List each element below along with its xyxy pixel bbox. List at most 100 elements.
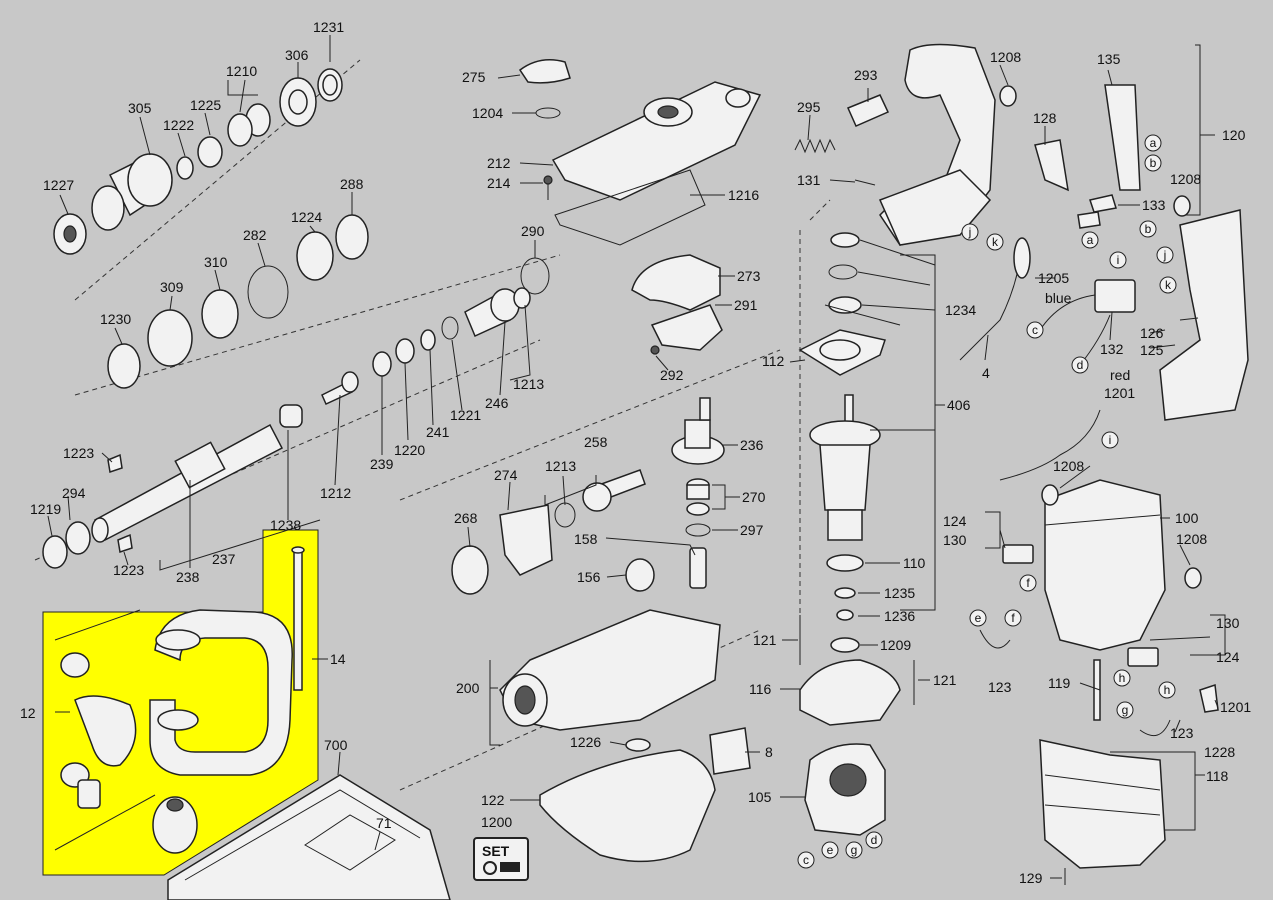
label-1208-d: 1208: [1176, 531, 1207, 547]
label-309: 309: [160, 279, 184, 295]
callout-c: c: [1032, 323, 1038, 337]
label-1228: 1228: [1204, 744, 1235, 760]
label-121-a: 121: [753, 632, 777, 648]
label-1210: 1210: [226, 63, 257, 79]
label-1201-b: 1201: [1220, 699, 1251, 715]
label-1208-a: 1208: [990, 49, 1021, 65]
label-239: 239: [370, 456, 394, 472]
label-1216: 1216: [728, 187, 759, 203]
motor-group: [798, 199, 915, 836]
label-121-b: 121: [933, 672, 957, 688]
callout-i-2: i: [1109, 433, 1112, 447]
label-270: 270: [742, 489, 766, 505]
label-292: 292: [660, 367, 684, 383]
chuck-group: [34, 59, 561, 569]
label-1220: 1220: [394, 442, 425, 458]
part-labels: 1231 306 1210 305 1225 1222 1227 288 122…: [20, 19, 1251, 886]
label-1224: 1224: [291, 209, 322, 225]
label-1238: 1238: [270, 517, 301, 533]
label-1208-c: 1208: [1053, 458, 1084, 474]
handle-housing-group: [794, 43, 1249, 885]
label-120: 120: [1222, 127, 1246, 143]
label-406: 406: [947, 397, 971, 413]
callout-k: k: [992, 235, 999, 249]
label-1234: 1234: [945, 302, 976, 318]
label-274: 274: [494, 467, 518, 483]
callout-j-2: j: [1163, 248, 1167, 262]
label-8: 8: [765, 744, 773, 760]
label-294: 294: [62, 485, 86, 501]
label-125: 125: [1140, 342, 1164, 358]
label-282: 282: [243, 227, 267, 243]
label-71: 71: [376, 815, 392, 831]
label-310: 310: [204, 254, 228, 270]
label-135: 135: [1097, 51, 1121, 67]
callout-d: d: [1077, 358, 1084, 372]
gear-housing-group: [399, 59, 781, 863]
set-badge: SET: [473, 837, 529, 881]
label-1213-a: 1213: [513, 376, 544, 392]
label-258: 258: [584, 434, 608, 450]
label-200: 200: [456, 680, 480, 696]
label-214: 214: [487, 175, 511, 191]
callout-a: a: [1150, 136, 1157, 150]
label-1208-b: 1208: [1170, 171, 1201, 187]
label-1225: 1225: [190, 97, 221, 113]
label-100: 100: [1175, 510, 1199, 526]
callout-e: e: [975, 611, 982, 625]
label-306: 306: [285, 47, 309, 63]
callout-g: g: [1122, 703, 1129, 717]
label-1235: 1235: [884, 585, 915, 601]
label-273: 273: [737, 268, 761, 284]
callout-d-2: d: [871, 833, 878, 847]
label-105: 105: [748, 789, 772, 805]
label-237: 237: [212, 551, 236, 567]
set-badge-text: SET: [482, 843, 510, 859]
label-1221: 1221: [450, 407, 481, 423]
callout-j: j: [968, 225, 972, 239]
label-1223-b: 1223: [113, 562, 144, 578]
label-700: 700: [324, 737, 348, 753]
label-118: 118: [1206, 768, 1229, 784]
label-110: 110: [903, 555, 926, 571]
label-126: 126: [1140, 325, 1164, 341]
label-212: 212: [487, 155, 511, 171]
label-275: 275: [462, 69, 486, 85]
label-1205: 1205: [1038, 270, 1069, 286]
callout-b: b: [1150, 156, 1157, 170]
label-158: 158: [574, 531, 598, 547]
label-123-b: 123: [1170, 725, 1194, 741]
label-124-b: 124: [1216, 649, 1240, 665]
label-236: 236: [740, 437, 764, 453]
label-1209: 1209: [880, 637, 911, 653]
label-131: 131: [797, 172, 821, 188]
label-122: 122: [481, 792, 505, 808]
label-1231: 1231: [313, 19, 344, 35]
label-14: 14: [330, 651, 346, 667]
label-297: 297: [740, 522, 764, 538]
callout-c-2: c: [803, 853, 809, 867]
label-1212: 1212: [320, 485, 351, 501]
label-132: 132: [1100, 341, 1124, 357]
label-238: 238: [176, 569, 200, 585]
label-1227: 1227: [43, 177, 74, 193]
label-1213-b: 1213: [545, 458, 576, 474]
label-291: 291: [734, 297, 758, 313]
callout-h: h: [1119, 671, 1126, 685]
callout-h-2: h: [1164, 683, 1171, 697]
label-305: 305: [128, 100, 152, 116]
label-133: 133: [1142, 197, 1166, 213]
label-288: 288: [340, 176, 364, 192]
label-268: 268: [454, 510, 478, 526]
label-116: 116: [749, 681, 772, 697]
label-293: 293: [854, 67, 878, 83]
callout-i: i: [1117, 253, 1120, 267]
label-1226: 1226: [570, 734, 601, 750]
label-12: 12: [20, 705, 36, 721]
label-1201-a: 1201: [1104, 385, 1135, 401]
callout-b-2: b: [1145, 222, 1152, 236]
label-1236: 1236: [884, 608, 915, 624]
carrying-case: [167, 774, 451, 900]
label-129: 129: [1019, 870, 1043, 886]
label-1222: 1222: [163, 117, 194, 133]
